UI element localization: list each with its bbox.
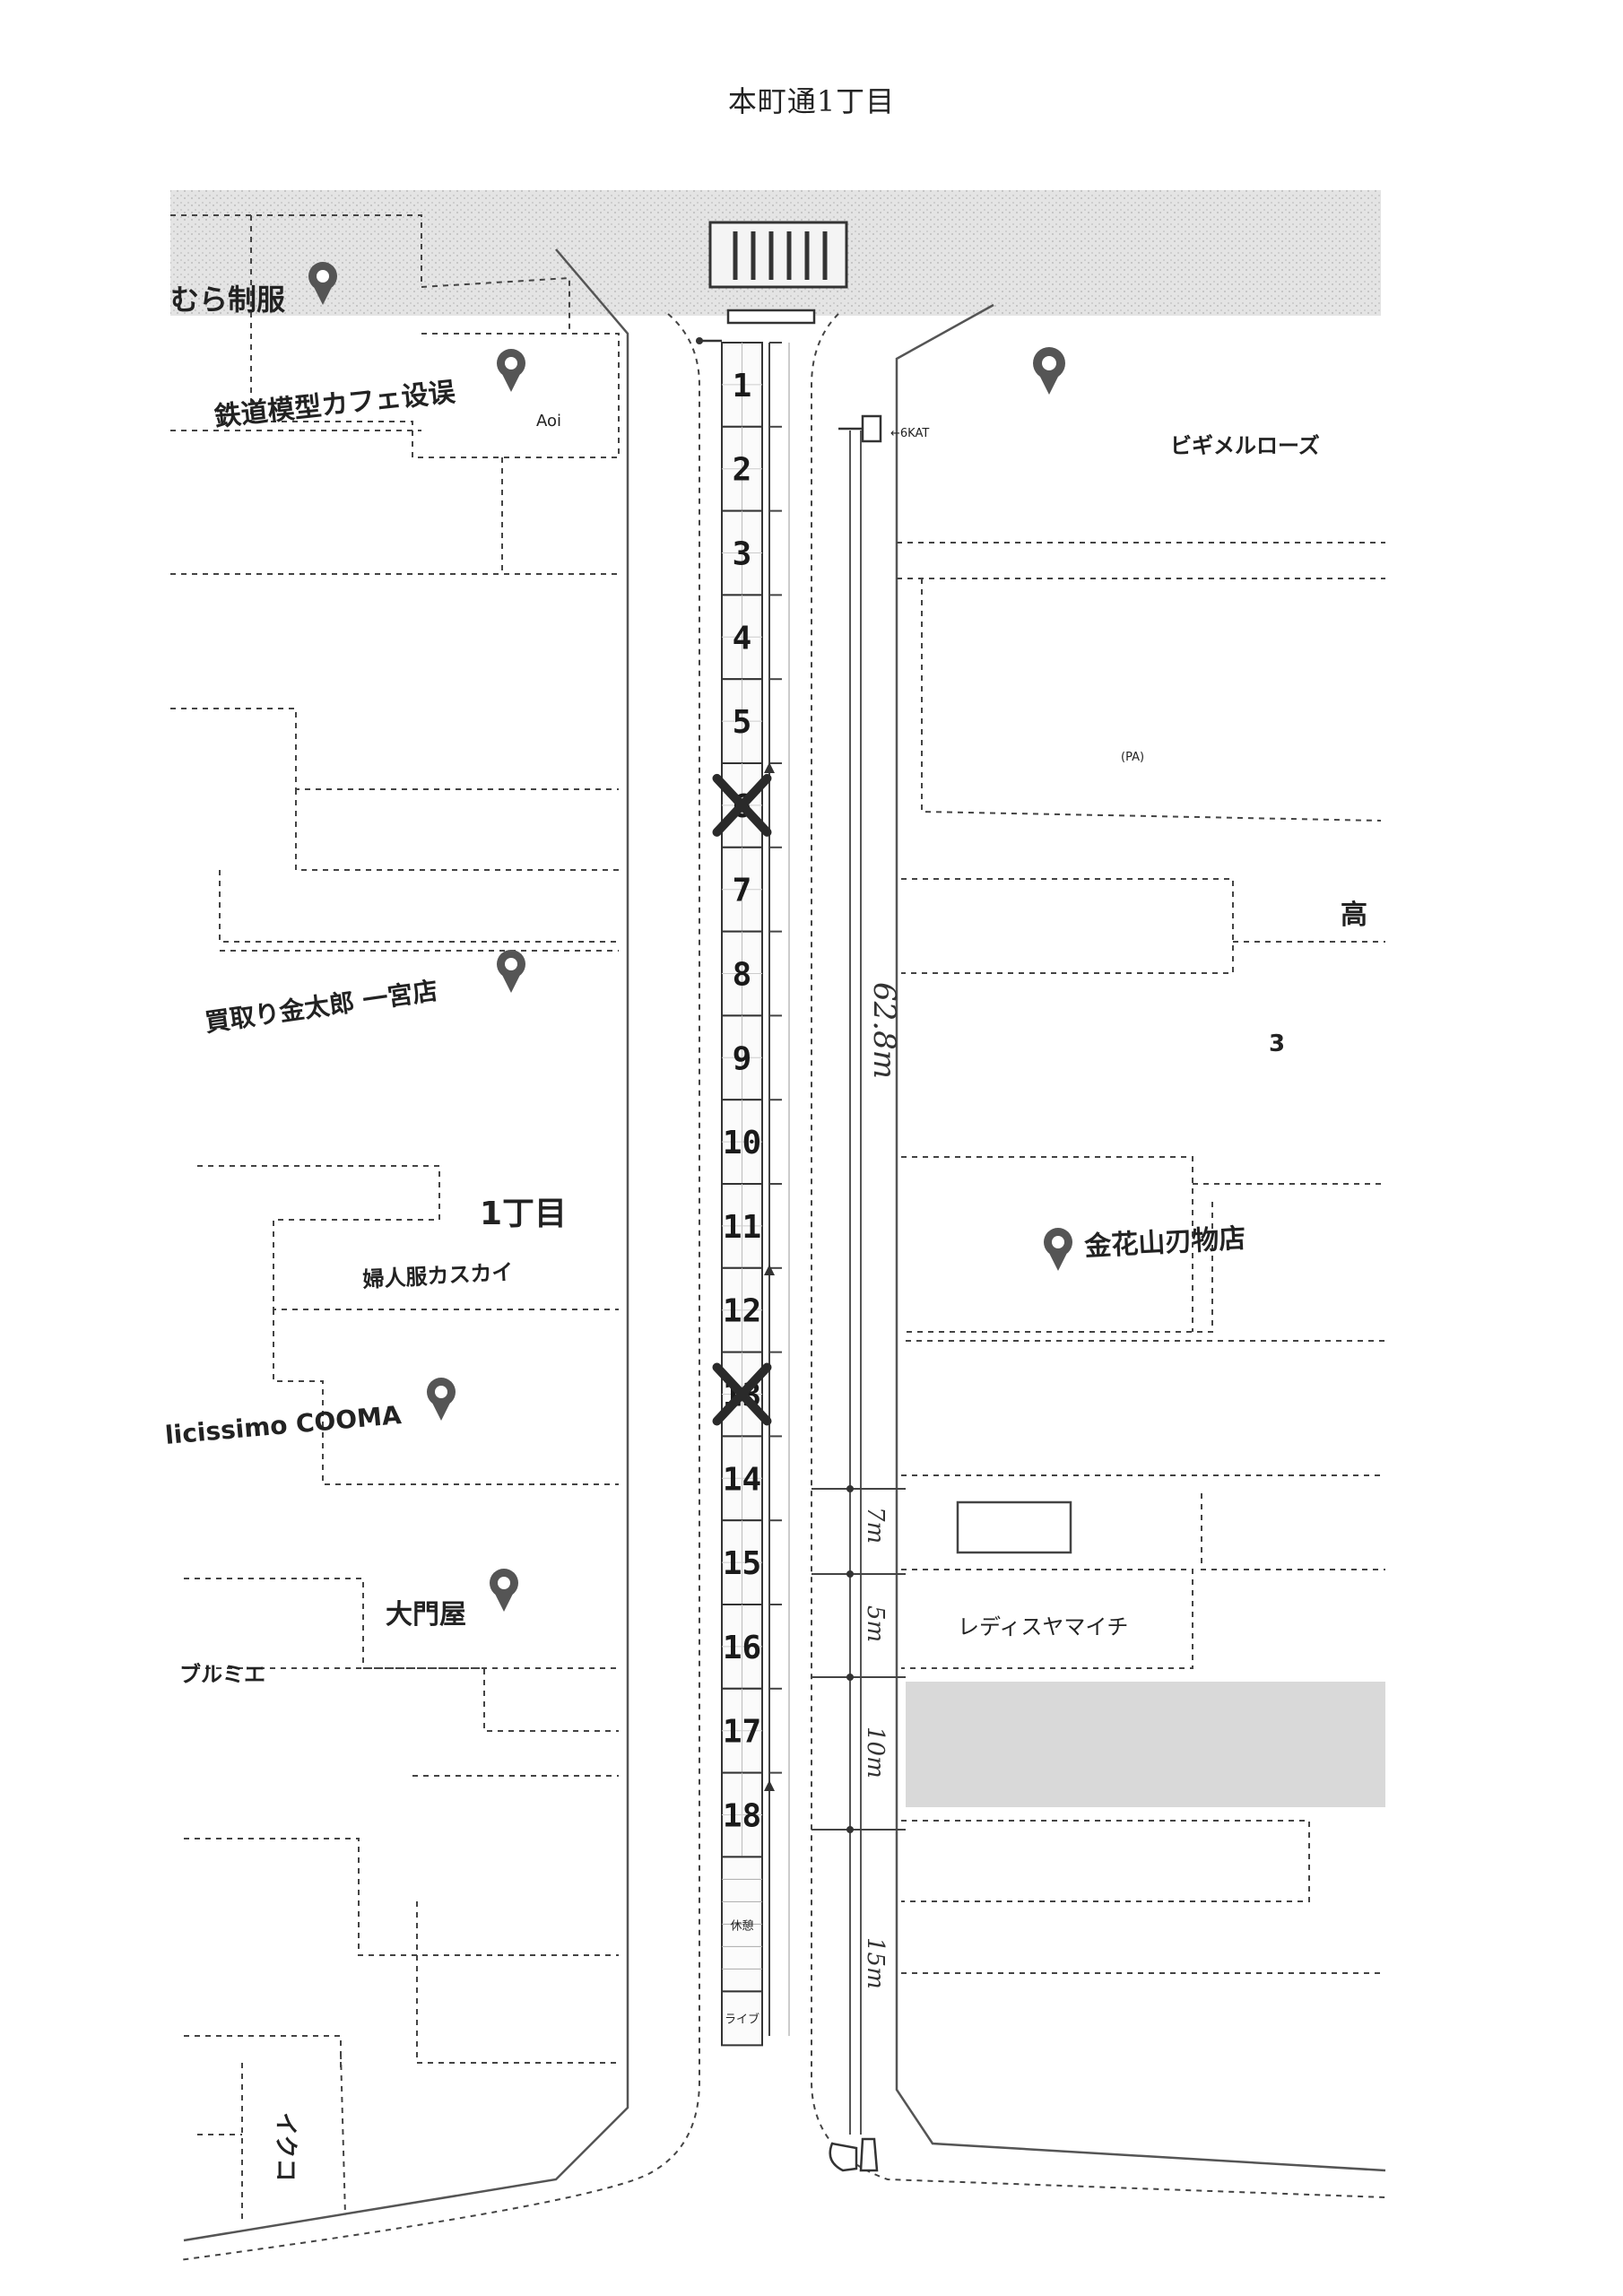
east-small-structure (956, 1500, 1072, 1554)
block-edge-east (895, 303, 1386, 2172)
pin-icon (1044, 1228, 1072, 1271)
stall-number: 18 (723, 1798, 761, 1835)
label-taka: 高 (1341, 900, 1367, 931)
pin-icon (497, 950, 525, 993)
pin-icon (1033, 347, 1065, 395)
label-daimonya: 大門屋 (386, 1599, 466, 1631)
cross-mark (712, 1362, 772, 1426)
label-kaitori-kintaro: 買取り金太郎 一宮店 (203, 976, 439, 1038)
label-district-1chome: 1丁目 (480, 1196, 567, 1232)
live-area-label: ライブ (725, 2012, 759, 2026)
page-title: 本町通1丁目 (727, 84, 896, 118)
west-buildings (170, 214, 620, 2224)
stall-number: 14 (723, 1461, 761, 1498)
label-bigimel-rose: ビギメルローズ (1170, 433, 1320, 458)
pin-icon (497, 349, 525, 392)
pin-icon (308, 262, 337, 305)
stall-number: 7 (733, 873, 752, 909)
crosswalk (708, 221, 848, 325)
label-kasukai: 婦人服カスカイ (361, 1259, 514, 1292)
stall-number: 2 (733, 452, 752, 489)
label-kinkazan: 金花山刃物店 (1083, 1223, 1247, 1263)
stall-number: 5 (733, 704, 752, 741)
live-area-cell (721, 1990, 763, 2047)
ruler-arrows (764, 762, 775, 1791)
label-uniform-shop: むら制服 (170, 283, 285, 317)
stall-strip: 123456789101112131415161718休憩ライブ (696, 337, 790, 2047)
cross-mark (712, 773, 772, 837)
stall-number: 16 (723, 1630, 761, 1666)
rest-area-label: 休憩 (730, 1918, 753, 1933)
block-edge-west (183, 248, 629, 2242)
stall-number: 1 (733, 368, 752, 404)
label-cooma: licissimo COOMA (164, 1400, 403, 1450)
measurement-lines (812, 430, 906, 2172)
label-pulmie: ブルミエ (179, 1662, 265, 1687)
label-aoi: Aoi (536, 412, 561, 430)
measure-10m: 10m (862, 1726, 889, 1779)
stall-number: 11 (723, 1209, 761, 1246)
east-buildings (897, 542, 1385, 1974)
measure-7m: 7m (862, 1507, 889, 1544)
pin-icon (427, 1378, 456, 1421)
stall-number: 3 (733, 536, 752, 573)
label-ikuko: イクコ (272, 2112, 299, 2181)
stall-number: 10 (723, 1125, 761, 1161)
road-edge-west (178, 313, 700, 2261)
stall-number: 17 (723, 1714, 761, 1751)
pole-tag-label: ←6KAT (890, 427, 929, 440)
stall-number: 15 (723, 1545, 761, 1582)
road-edge-east (811, 313, 1386, 2198)
measure-5m: 5m (862, 1605, 889, 1642)
grey-lot (906, 1682, 1385, 1807)
measure-15m: 15m (862, 1937, 889, 1989)
measure-total: 62.8m (866, 982, 902, 1079)
pole-marker: ←6KAT (838, 414, 929, 443)
stall-number: 9 (733, 1040, 752, 1077)
label-railway-cafe: 鉄道模型カフェ设误 (213, 377, 457, 433)
label-pa: (PA) (1121, 751, 1144, 764)
stall-number: 8 (733, 957, 752, 994)
stall-number: 4 (733, 620, 752, 657)
pin-icon (490, 1569, 518, 1612)
label-lot-3: 3 (1269, 1031, 1285, 1057)
stall-number: 12 (723, 1293, 761, 1330)
label-ladies-yamaichi: レディスヤマイチ (958, 1614, 1128, 1639)
